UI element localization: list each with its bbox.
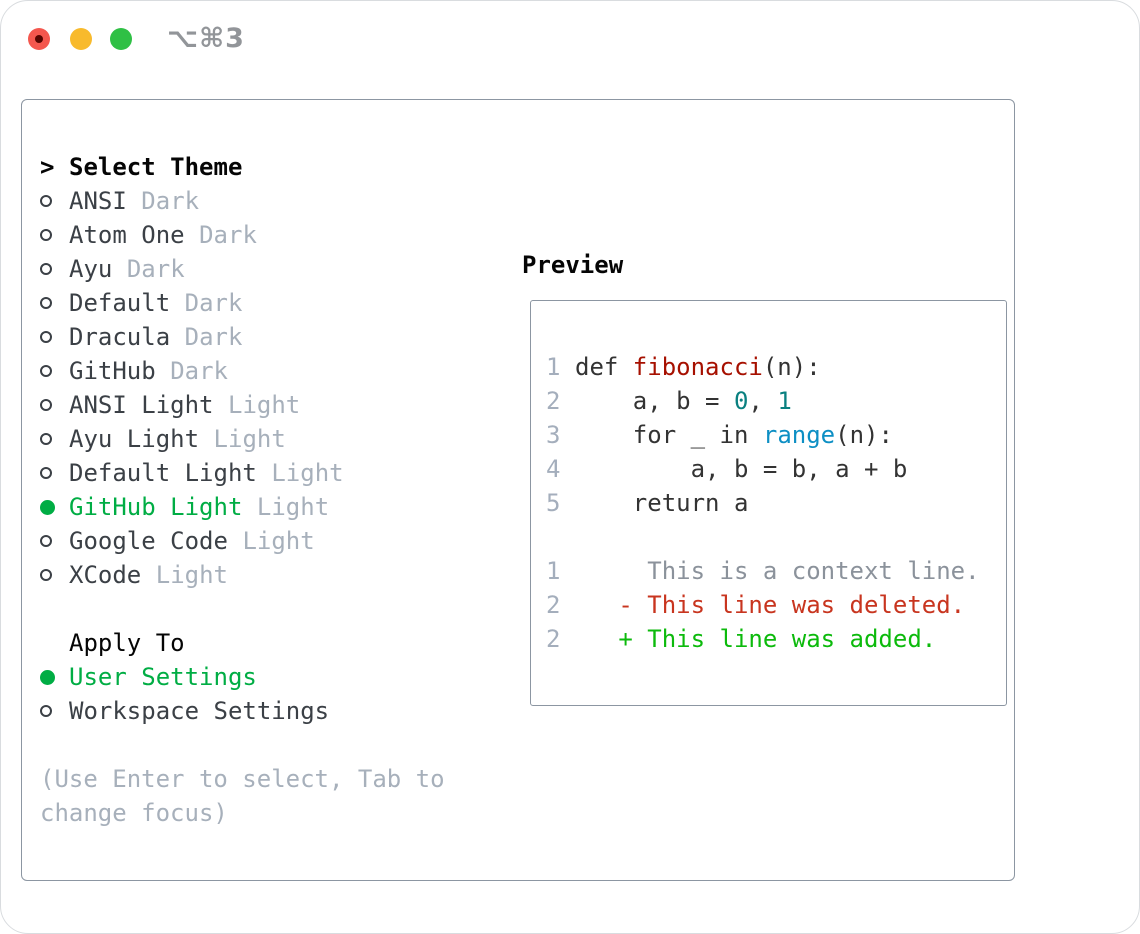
theme-variant-tag: Dark: [184, 289, 243, 317]
theme-variant-tag: Dark: [126, 255, 185, 283]
radio-icon: [40, 195, 52, 207]
minimize-button[interactable]: [70, 28, 92, 50]
line-number: 5: [546, 489, 561, 517]
line-number: 1: [546, 353, 561, 381]
maximize-button[interactable]: [110, 28, 132, 50]
theme-variant-tag: Dark: [170, 357, 228, 385]
radio-icon: [40, 467, 52, 479]
prompt-caret: >: [40, 153, 55, 181]
apply-to-header: Apply To: [40, 626, 445, 660]
apply-to-title: Apply To: [69, 629, 185, 657]
diff-deleted-line: 2 - This line was deleted.: [546, 588, 1006, 622]
line-number: 2: [546, 591, 561, 619]
titlebar: ⌥⌘3: [1, 1, 1139, 77]
diff-added-line: 2 + This line was added.: [546, 622, 1006, 656]
line-number: 3: [546, 421, 561, 449]
builtin-name: range: [762, 421, 836, 449]
radio-icon: [40, 535, 52, 547]
radio-icon: [40, 297, 52, 309]
code-line-3: 3 for _ in range(n):: [546, 418, 1006, 452]
close-button[interactable]: [28, 28, 50, 50]
radio-icon: [40, 433, 52, 445]
radio-icon: [40, 705, 52, 717]
theme-variant-tag: Light: [213, 425, 286, 453]
radio-icon: [40, 399, 52, 411]
theme-variant-tag: Light: [228, 391, 301, 419]
help-text-line-1: (Use Enter to select, Tab to: [40, 765, 445, 793]
function-name: fibonacci: [632, 353, 763, 381]
code-line-5: 5 return a: [546, 486, 1006, 520]
line-number: 2: [546, 387, 561, 415]
theme-variant-tag: Light: [155, 561, 228, 589]
theme-variant-tag: Light: [242, 527, 315, 555]
apply-option-workspace-settings[interactable]: Workspace Settings: [40, 694, 445, 728]
window-title: ⌥⌘3: [167, 23, 245, 54]
help-text-line-2: change focus): [40, 799, 228, 827]
radio-selected-icon: [40, 499, 55, 515]
select-theme-header: > Select Theme: [40, 150, 445, 184]
radio-selected-icon: [40, 669, 55, 685]
theme-variant-tag: Dark: [199, 221, 257, 249]
spacer: [40, 592, 445, 626]
preview-title: Preview: [522, 251, 624, 279]
diff-context-line: 1 This is a context line.: [546, 554, 1006, 588]
spacer: [546, 520, 1006, 554]
radio-icon: [40, 331, 52, 343]
radio-icon: [40, 229, 52, 241]
theme-variant-tag: Light: [256, 493, 330, 521]
radio-icon: [40, 569, 52, 581]
code-line-2: 2 a, b = 0, 1: [546, 384, 1006, 418]
line-number: 4: [546, 455, 561, 483]
spacer: [40, 728, 445, 762]
select-theme-title: Select Theme: [69, 153, 243, 181]
line-number: 1: [546, 557, 561, 585]
radio-icon: [40, 263, 52, 275]
theme-variant-tag: Dark: [184, 323, 243, 351]
apply-option-user-settings-selected[interactable]: User Settings: [40, 660, 445, 694]
radio-icon: [40, 365, 52, 377]
line-number: 2: [546, 625, 561, 653]
code-line-4: 4 a, b = b, a + b: [546, 452, 1006, 486]
theme-variant-tag: Light: [271, 459, 344, 487]
theme-variant-tag: Dark: [141, 187, 200, 215]
